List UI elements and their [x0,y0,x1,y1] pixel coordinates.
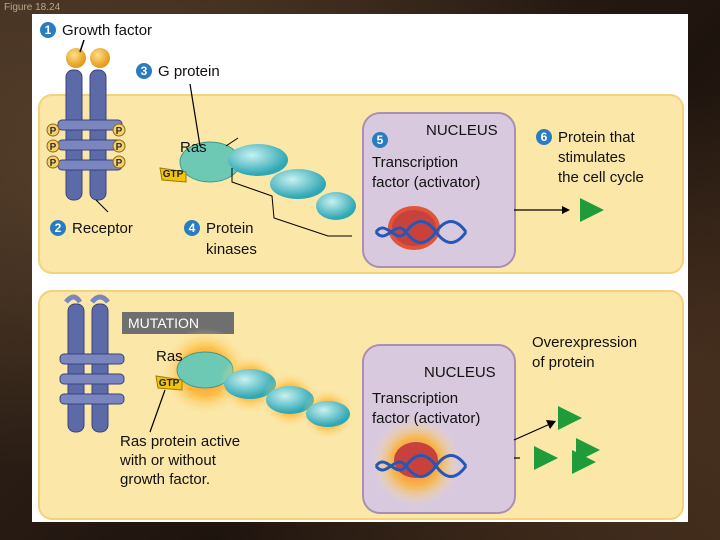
step-number-5: 5 [372,132,388,148]
transcription-factor-label-top-line2: factor (activator) [372,174,481,191]
phosphate-label: P [50,126,57,137]
step-number-1: 1 [40,22,56,38]
ras-note-line3: growth factor. [120,471,211,488]
nucleus-label-top: NUCLEUS [426,122,498,139]
dna-bottom [374,454,468,478]
phosphate-groups: P P P P P P [46,123,126,169]
protein-product-top [580,198,604,222]
step-number-4: 4 [184,220,200,236]
ras-protein-bottom: GTP [155,351,234,391]
overexpression-label-line2: of protein [532,354,595,371]
ras-protein-top: GTP [159,141,241,183]
phosphate-label: P [50,142,57,153]
transcription-factor-number: 5 [372,132,394,150]
phosphate-label: P [50,158,57,169]
gtp-label: GTP [159,378,180,389]
dna-top [374,220,468,244]
ras-label-top: Ras [180,139,207,156]
overexpression-label: Overexpression [532,334,638,351]
phosphate-label: P [116,158,123,169]
ras-label-bottom: Ras [156,348,183,365]
protein-kinase-cascade-top [228,144,356,220]
phosphate-label: P [116,126,123,137]
transcription-factor-label-bottom: Transcription [372,390,459,407]
ras-note-line1: Ras protein active [120,433,241,450]
step-number-3: 3 [136,63,152,79]
receptor-top [57,69,123,201]
transcription-factor-top [388,206,440,250]
cell-cycle-protein-label-line2: stimulates [558,149,626,166]
phosphate-label: P [116,142,123,153]
transcription-factor-label-top: Transcription [372,154,459,171]
transcription-factor-label-bottom-line2: factor (activator) [372,410,481,427]
growth-factor-binding-site [64,294,110,304]
gtp-label: GTP [163,169,184,180]
overexpressed-protein-products [534,406,600,474]
step-number-6: 6 [536,129,552,145]
step-number-2: 2 [50,220,66,236]
cell-cycle-protein-label-line3: the cell cycle [558,169,644,186]
protein-kinases-label-line2: kinases [206,241,257,258]
cell-cytoplasm-top [38,94,684,274]
ras-note-line2: with or without [120,452,216,469]
figure-label: Figure 18.24 [4,2,61,13]
growth-factor-molecule [66,39,110,68]
receptor-bottom [59,303,125,433]
nucleus-label-bottom: NUCLEUS [424,364,496,381]
protein-kinase-cascade-bottom [220,354,354,440]
cell-cytoplasm-bottom [38,290,684,520]
